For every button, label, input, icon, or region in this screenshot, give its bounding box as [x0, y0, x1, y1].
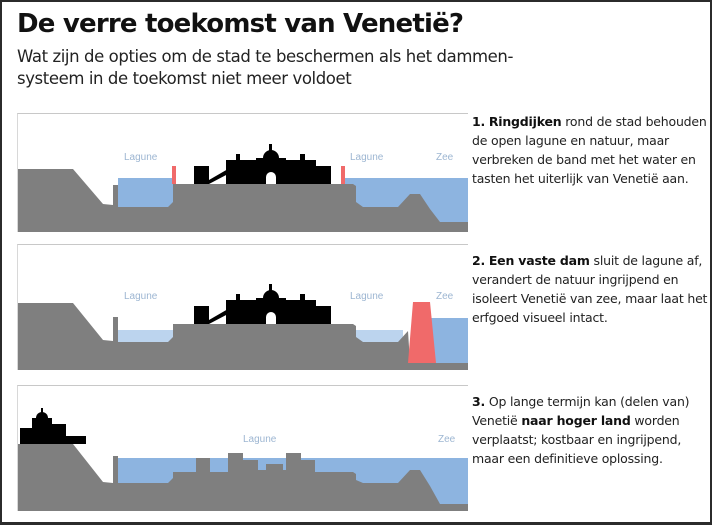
- venice-skyline-icon: [194, 284, 331, 324]
- option-highlight: Een vaste dam: [488, 253, 590, 268]
- option-number: 1.: [472, 114, 486, 129]
- venice-skyline-icon: [20, 408, 86, 444]
- cross-section-ringdijken: Lagune Lagune Zee: [18, 114, 468, 232]
- dam-icon: [408, 302, 436, 363]
- label-lagune-right: Lagune: [350, 291, 384, 302]
- diagram-ringdijken: Lagune Lagune Zee: [17, 113, 468, 232]
- option-highlight: Ringdijken: [488, 114, 562, 129]
- label-lagune-right: Lagune: [350, 152, 384, 163]
- option-text-pre: Op lange termijn kan (delen van) Venetië: [472, 394, 690, 428]
- description-option-1: 1. Ringdijken rond de stad behouden de o…: [472, 112, 708, 188]
- option-text: sluit de lagune af, verandert de natuur …: [472, 253, 708, 325]
- description-option-3: 3. Op lange termijn kan (delen van) Vene…: [472, 392, 708, 468]
- subtitle: Wat zijn de opties om de stad te bescher…: [17, 47, 514, 88]
- cross-section-hoger-land: Lagune Zee: [18, 386, 468, 511]
- label-lagune-left: Lagune: [124, 152, 158, 163]
- option-number: 3.: [472, 394, 486, 409]
- description-option-2: 2. Een vaste dam sluit de lagune af, ver…: [472, 251, 708, 327]
- label-lagune-left: Lagune: [124, 291, 158, 302]
- option-text: worden verplaatst; kostbaar en ingrijpen…: [472, 413, 682, 466]
- label-lagune: Lagune: [243, 434, 277, 445]
- diagram-vaste-dam: Lagune Lagune Zee: [17, 244, 468, 370]
- label-zee: Zee: [438, 434, 456, 445]
- label-zee: Zee: [436, 291, 454, 302]
- diagram-hoger-land: Lagune Zee: [17, 385, 468, 511]
- option-text: rond de stad behouden de open lagune en …: [472, 114, 707, 186]
- option-highlight: naar hoger land: [521, 413, 631, 428]
- label-zee: Zee: [436, 152, 454, 163]
- page-title: De verre toekomst van Venetië?: [17, 9, 464, 39]
- option-number: 2.: [472, 253, 486, 268]
- cross-section-vaste-dam: Lagune Lagune Zee: [18, 245, 468, 370]
